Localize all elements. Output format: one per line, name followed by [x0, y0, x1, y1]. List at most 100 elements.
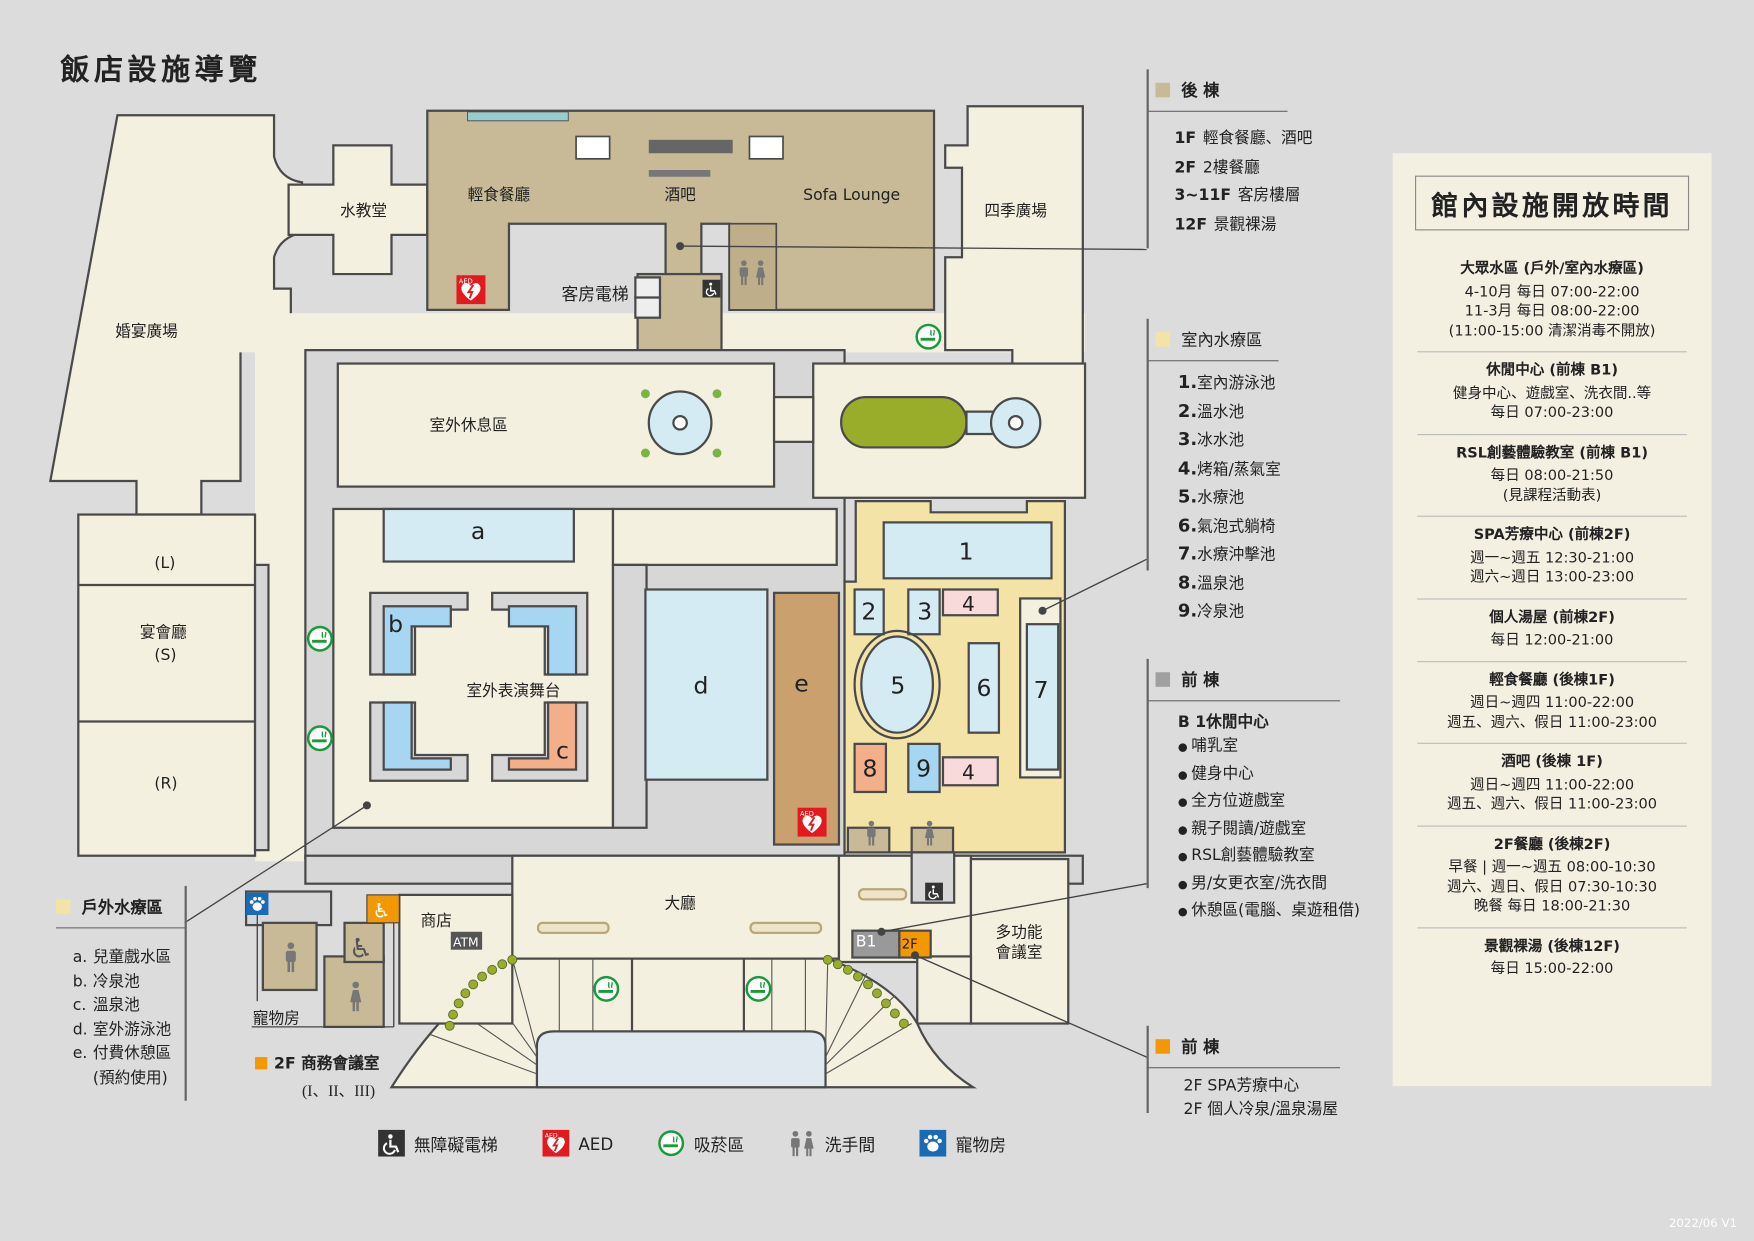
facility-name: 2F餐廳 (後棟2F) — [1493, 836, 1611, 853]
label-outdoor-stage: 室外表演舞台 — [466, 681, 560, 700]
aed-icon — [542, 1129, 570, 1157]
indoor-spa-area — [843, 500, 1067, 854]
water-chapel — [287, 144, 429, 276]
pool-b — [382, 605, 452, 676]
legend-heading: 後 棟 — [1181, 82, 1220, 101]
legend-item: 5.水療池 — [1178, 482, 1335, 511]
item-key: d. — [72, 1020, 88, 1039]
legend-item: c.溫泉池 — [73, 994, 207, 1018]
label-pool-b: b — [388, 610, 403, 638]
legend-item: ● 休憩區(電腦、桌遊租借) — [1178, 897, 1402, 924]
front-building-swatch — [1155, 672, 1171, 687]
facility-name: 輕食餐廳 (後棟1F) — [1489, 671, 1615, 689]
legend-item: ● 男/女更衣室/洗衣間 — [1178, 870, 1402, 897]
item-number: 6. — [1177, 513, 1198, 536]
multi-function-room — [969, 857, 1070, 1025]
legend-item: b.冷泉池 — [73, 970, 207, 994]
floor-label: 3~11F — [1174, 186, 1232, 205]
hours-section: 2F餐廳 (後棟2F) 早餐 | 週一~週五 08:00-10:30 週六、週日、假… — [1417, 826, 1687, 928]
legend-item: 3.冰水池 — [1178, 425, 1335, 454]
item-text: 溫泉池 — [1197, 574, 1245, 593]
floor-desc: 輕食餐廳、酒吧 — [1202, 129, 1313, 148]
item-key: c. — [72, 996, 87, 1015]
label-wedding-plaza: 婚宴廣場 — [115, 322, 178, 341]
item-number: 5. — [1177, 485, 1198, 507]
label-pool-8: 8 — [862, 754, 877, 782]
legend-item: e.付費休憩區 — [73, 1043, 207, 1067]
accessible-restroom — [343, 921, 385, 964]
facility-name: 景觀裸湯 (後棟12F) — [1484, 937, 1620, 955]
label-pool-5: 5 — [890, 672, 905, 700]
indoor-spa-swatch — [1155, 332, 1171, 347]
item-number: 8. — [1177, 571, 1198, 593]
hours-line: (11:00-15:00 清潔消毒不開放) — [1448, 322, 1656, 340]
floor-desc: 2樓餐廳 — [1202, 158, 1260, 177]
label-pool-6: 6 — [977, 674, 992, 702]
label-sofa-lounge: Sofa Lounge — [803, 185, 900, 204]
hours-line: 4-10月 每日 07:00-22:00 — [1464, 283, 1640, 301]
pool-6 — [967, 642, 1001, 734]
stairs-b1 — [851, 929, 901, 959]
hours-line: 週六~週日 13:00-23:00 — [1470, 569, 1635, 587]
label-pool-a: a — [471, 517, 485, 545]
outdoor-spa-swatch — [55, 899, 71, 914]
legend-label: AED — [578, 1134, 614, 1155]
legend-item: 7.水療沖擊池 — [1178, 539, 1335, 568]
label-multi-room-2: 會議室 — [996, 943, 1043, 962]
label-outdoor-lounge: 室外休息區 — [430, 416, 508, 435]
legend-heading: 前 棟 — [1181, 672, 1220, 691]
bullet-icon: ● — [1177, 796, 1192, 809]
label-lobby: 大廳 — [664, 893, 696, 912]
hours-line: 週六、週日、假日 07:30-10:30 — [1447, 878, 1658, 896]
pool-8 — [853, 742, 888, 794]
meeting-sub: (I、II、III) — [302, 1083, 376, 1101]
version-label: 2022/06 V1 — [1668, 1217, 1737, 1231]
facility-name: 大眾水區 (戶外/室內水療區) — [1460, 260, 1644, 278]
legend-heading: 戶外水療區 — [81, 899, 163, 918]
pool-1 — [882, 521, 1053, 580]
bullet-icon: ● — [1177, 769, 1192, 782]
pool-b2 — [507, 605, 578, 676]
hours-line: 早餐 | 週一~週五 08:00-10:30 — [1448, 859, 1656, 876]
sauna-4a — [941, 588, 999, 617]
floor-label: 12F — [1174, 215, 1208, 234]
hours-line: 週五、週六、假日 11:00-23:00 — [1447, 714, 1658, 732]
label-bar: 酒吧 — [664, 185, 696, 204]
item-key: b. — [72, 972, 88, 991]
hours-line: 週五、週六、假日 11:00-23:00 — [1447, 796, 1658, 814]
legend-item: ● 健身中心 — [1178, 760, 1402, 787]
legend-item: 9.冷泉池 — [1178, 596, 1335, 625]
item-text: 親子閱讀/遊戲室 — [1191, 819, 1307, 838]
label-atm: ATM — [453, 935, 479, 949]
item-text: 兒童戲水區 — [92, 948, 172, 967]
item-text: 男/女更衣室/洗衣間 — [1191, 874, 1328, 893]
legend-item: 2.溫水池 — [1178, 397, 1335, 426]
label-guest-elevator: 客房電梯 — [562, 284, 629, 304]
legend-entry: AED — [542, 1129, 614, 1159]
hours-line: 晚餐 每日 18:00-21:30 — [1473, 898, 1631, 916]
bullet-icon: ● — [1177, 878, 1192, 891]
item-text: 冷泉池 — [92, 972, 140, 991]
hours-title: 館內設施開放時間 — [1415, 175, 1690, 231]
pool-b3 — [382, 701, 452, 771]
legend-item: 8.溫泉池 — [1178, 568, 1335, 597]
facility-name: RSL創藝體驗教室 (前棟 B1) — [1456, 444, 1648, 462]
label-multi-room-1: 多功能 — [996, 922, 1043, 941]
item-key: a. — [72, 948, 88, 967]
item-text: 健身中心 — [1191, 764, 1254, 783]
legend-item: (預約使用) — [73, 1067, 207, 1091]
hours-line: 健身中心、遊戲室、洗衣間..等 — [1452, 385, 1652, 403]
item-text: 冷泉池 — [1197, 602, 1245, 621]
hours-section: 景觀裸湯 (後棟12F)每日 15:00-22:00 — [1417, 928, 1687, 990]
sauna-4b — [941, 756, 999, 787]
item-text: 氣泡式躺椅 — [1197, 517, 1276, 536]
four-seasons-plaza — [944, 105, 1084, 371]
aed-icon — [797, 807, 827, 837]
item-number: 3. — [1177, 428, 1198, 450]
